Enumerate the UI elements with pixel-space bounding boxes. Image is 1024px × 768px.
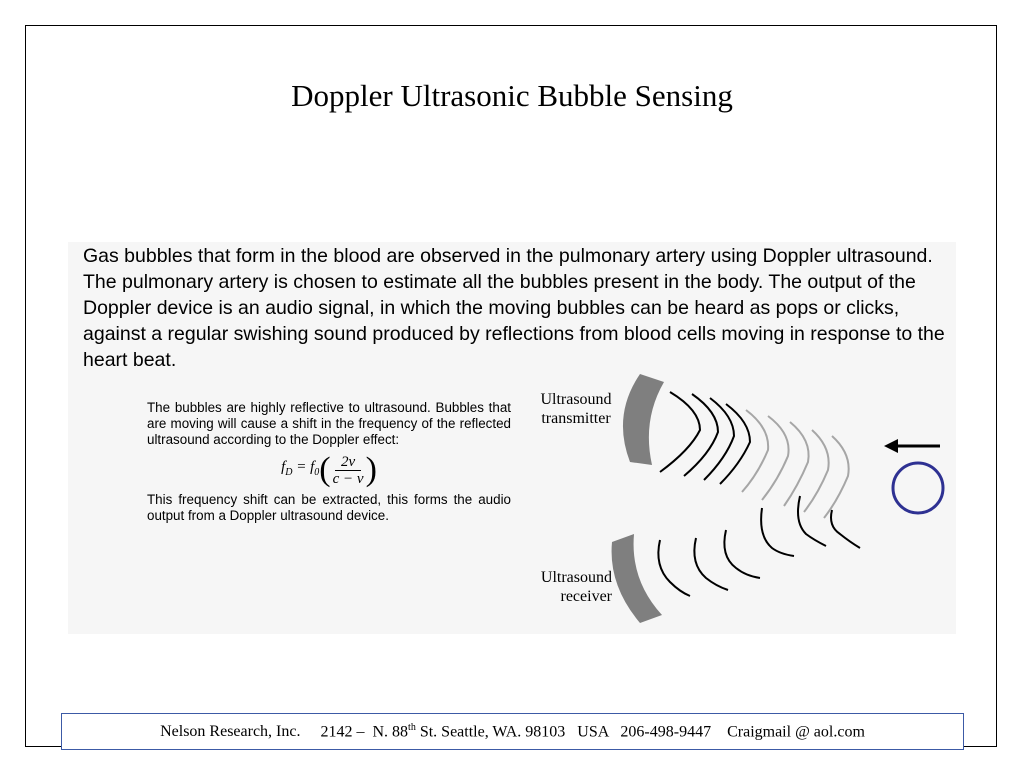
transmitter-transducer	[622, 374, 664, 465]
transmitted-waves-fading	[741, 409, 850, 519]
slide-title: Doppler Ultrasonic Bubble Sensing	[291, 78, 733, 113]
formula-denominator: c − v	[332, 470, 364, 487]
formula-fraction: 2v c − v	[333, 454, 364, 487]
receiver-transducer	[611, 534, 662, 623]
footer-bar: Nelson Research, Inc. 2142 – N. 88th St.…	[61, 713, 964, 750]
formula-lhs: fD = f0	[281, 459, 320, 478]
footer-address: 2142 – N. 88th St. Seattle, WA. 98103 US…	[320, 721, 865, 741]
explanation-text-1: The bubbles are highly reflective to ult…	[147, 400, 511, 447]
formula-numerator: 2v	[335, 454, 362, 471]
explanation-block: The bubbles are highly reflective to ult…	[147, 400, 511, 524]
bubble-circle	[891, 461, 945, 515]
content-panel	[68, 242, 956, 634]
motion-arrow	[884, 439, 940, 453]
explanation-text-2: This frequency shift can be extracted, t…	[147, 492, 511, 523]
footer-company: Nelson Research, Inc.	[160, 722, 301, 740]
intro-paragraph: Gas bubbles that form in the blood are o…	[83, 245, 945, 371]
transmitted-waves	[659, 391, 752, 485]
reflected-waves	[657, 495, 861, 597]
doppler-formula: fD = f0 ( 2v c − v )	[281, 451, 377, 488]
transmitter-label: Ultrasound transmitter	[540, 391, 612, 427]
receiver-label: Ultrasound receiver	[540, 569, 612, 605]
doppler-diagram	[611, 374, 945, 623]
